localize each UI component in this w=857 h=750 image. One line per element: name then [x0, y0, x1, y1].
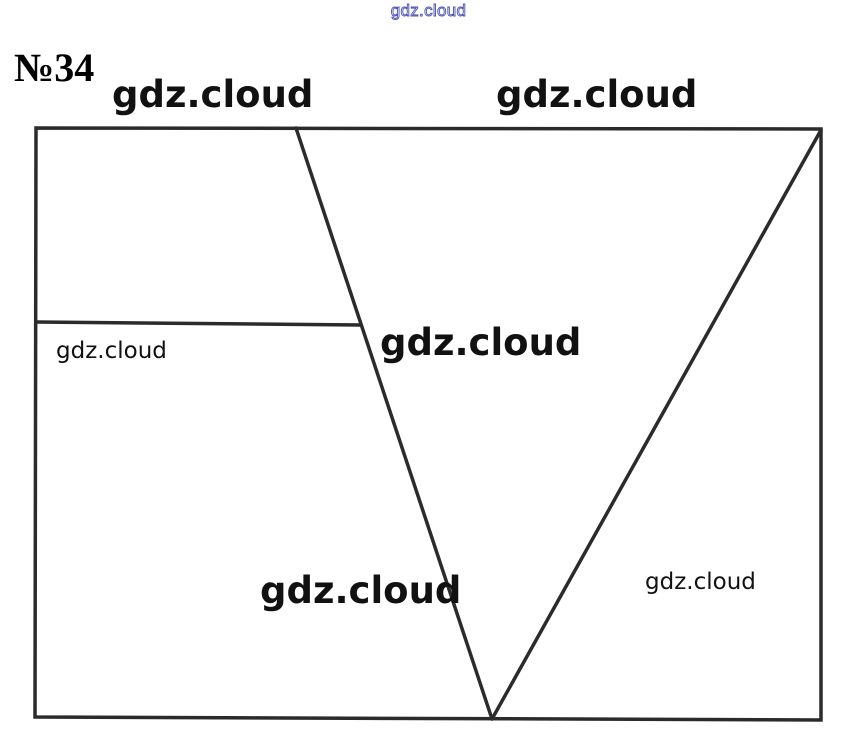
outer-rectangle — [33, 126, 823, 722]
watermark-center: gdz.cloud — [380, 321, 582, 364]
horizontal-segment — [34, 320, 363, 327]
watermark-top-left: gdz.cloud — [112, 73, 314, 116]
site-watermark: gdz.cloud — [390, 1, 467, 21]
right-diagonal-line — [490, 128, 823, 721]
watermark-bottom-right: gdz.cloud — [645, 569, 756, 595]
watermark-bottom-center: gdz.cloud — [260, 569, 462, 612]
watermark-left: gdz.cloud — [56, 338, 167, 364]
left-diagonal-line — [294, 126, 494, 721]
watermark-top-right: gdz.cloud — [496, 73, 698, 116]
problem-number: №34 — [14, 45, 95, 90]
